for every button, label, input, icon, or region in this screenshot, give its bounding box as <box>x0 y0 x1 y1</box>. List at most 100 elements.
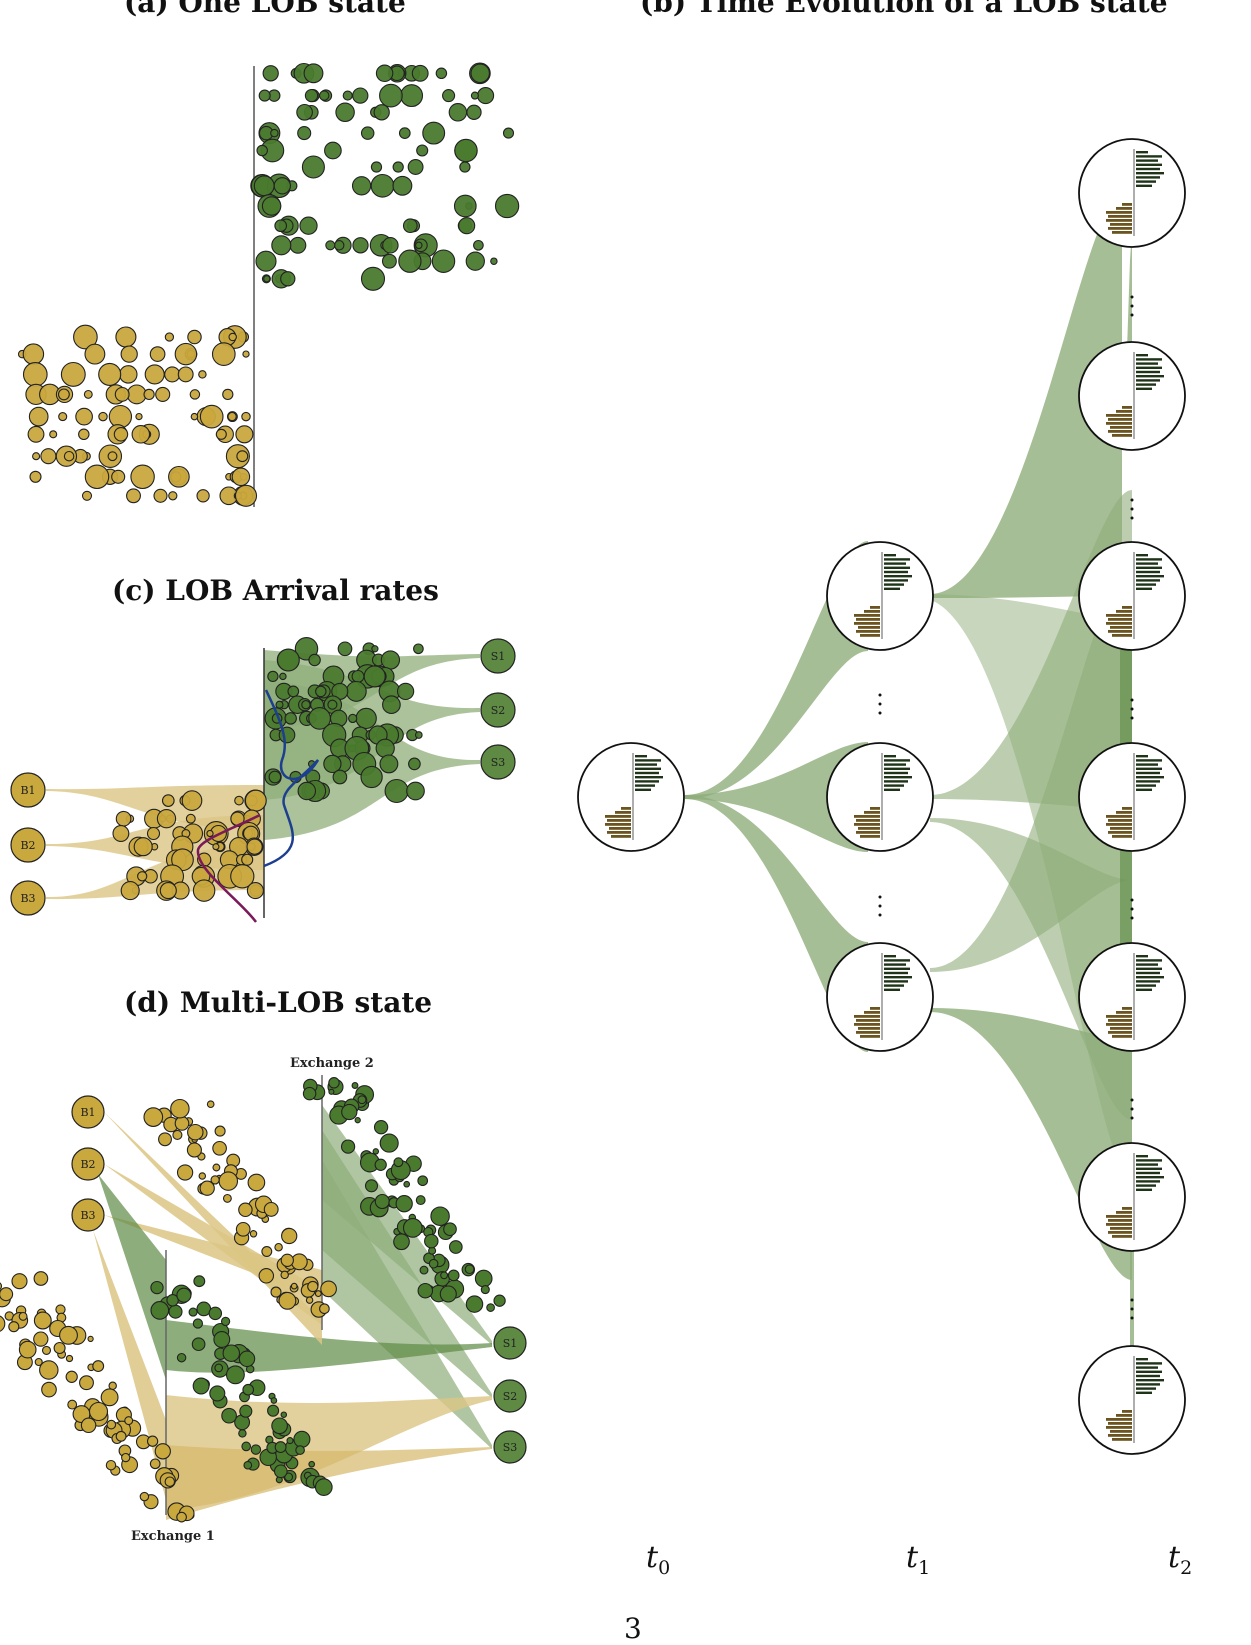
ask-order-bubble <box>328 1088 335 1095</box>
bid-order-bubble <box>120 881 140 901</box>
mini-ask-row <box>884 971 908 975</box>
ask-order-bubble <box>220 1316 231 1327</box>
buyer-node-b1-label: B1 <box>20 784 35 797</box>
ask-order-bubble <box>166 1294 179 1307</box>
mini-ask-row <box>884 980 908 983</box>
bid-order-bubble <box>79 1375 94 1391</box>
bid-order-bubble <box>55 1304 66 1315</box>
ask-order-bubble <box>473 239 484 251</box>
bid-order-bubble <box>73 324 98 350</box>
bid-order-bubble <box>247 1173 266 1192</box>
bid-order-bubble <box>81 490 93 501</box>
lob-node-border <box>1078 942 1186 1052</box>
bid-order-bubble <box>228 332 237 342</box>
seller-node-s2-circle <box>480 692 516 728</box>
mini-bid-row <box>1122 807 1132 810</box>
ask-order-bubble <box>351 176 372 196</box>
mini-bid-row <box>1122 606 1132 609</box>
bid-order-bubble <box>111 469 126 484</box>
mini-bid-row <box>1112 231 1132 234</box>
time-subscript: 0 <box>658 1557 671 1579</box>
panel-a-title: (a) One LOB state <box>124 0 406 19</box>
seller-node-s3-circle <box>493 1430 527 1464</box>
mini-ask-row <box>1136 1171 1160 1175</box>
mini-ask-row <box>884 558 910 561</box>
mini-bid-row <box>856 831 880 834</box>
ask-order-bubble <box>417 1175 429 1187</box>
ask-order-bubble <box>302 1086 317 1101</box>
bid-flow-band <box>93 1230 166 1500</box>
ask-order-bubble <box>193 1275 206 1288</box>
ask-order-bubble <box>470 63 490 84</box>
bid-order-bubble <box>80 1417 97 1434</box>
ellipsis-dot <box>878 711 882 715</box>
bid-order-bubble <box>218 1171 239 1191</box>
buyer-node-b3-label: B3 <box>20 892 35 905</box>
bid-order-bubble <box>41 1381 57 1398</box>
mini-ask-row <box>1136 759 1162 762</box>
ask-order-bubble <box>268 770 282 784</box>
bid-order-bubble <box>121 1452 131 1463</box>
mini-ask-row <box>884 955 896 958</box>
bid-order-bubble <box>28 406 49 427</box>
mini-ask-row <box>1136 370 1160 374</box>
ask-order-bubble <box>402 218 418 234</box>
seller-node-s1-label: S1 <box>491 650 506 663</box>
bid-order-bubble <box>143 388 155 401</box>
transition-flow <box>1127 230 1132 350</box>
mini-bid-row <box>611 835 631 838</box>
bid-order-bubble <box>230 864 255 889</box>
bid-order-bubble <box>198 1172 207 1180</box>
mini-bid-row <box>609 827 631 830</box>
bid-order-bubble <box>41 1345 52 1355</box>
ask-flow-band <box>98 1174 166 1380</box>
ask-order-bubble <box>280 1411 288 1418</box>
mini-ask-row <box>1136 151 1148 154</box>
mini-ask-row <box>1136 1167 1162 1170</box>
bid-order-bubble <box>22 362 48 387</box>
ask-order-bubble <box>238 1429 247 1438</box>
bid-order-bubble <box>235 1221 251 1237</box>
mini-bid-row <box>1108 1219 1132 1222</box>
mini-ask-row <box>884 767 910 770</box>
ask-order-bubble <box>275 700 284 709</box>
mini-ask-row <box>1136 575 1164 578</box>
ask-order-bubble <box>242 1383 255 1396</box>
mini-bid-row <box>864 1011 880 1014</box>
ellipsis-dot <box>1130 898 1134 902</box>
ask-order-bubble <box>400 84 424 108</box>
mini-bid-row <box>854 823 880 826</box>
lob-node-border <box>1078 138 1186 248</box>
bid-order-bubble <box>261 1246 273 1257</box>
ask-order-bubble <box>222 1344 241 1362</box>
bid-order-bubble <box>115 1430 127 1442</box>
mini-bid-row <box>1108 1434 1132 1437</box>
bid-order-bubble <box>87 1335 94 1343</box>
ask-order-bubble <box>486 1303 495 1312</box>
ellipsis-dot <box>1130 1316 1134 1320</box>
bid-order-bubble <box>133 837 153 857</box>
bid-order-bubble <box>124 1416 134 1426</box>
bid-order-bubble <box>270 1286 282 1298</box>
ask-order-bubble <box>308 1460 316 1468</box>
time-label-t0: t0 <box>646 1540 670 1579</box>
bid-order-bubble <box>231 467 251 487</box>
mini-ask-row <box>1136 755 1148 758</box>
ask-order-bubble <box>448 103 468 122</box>
bid-order-bubble <box>274 1242 283 1252</box>
ask-order-bubble <box>314 1478 333 1496</box>
ask-arrival-rate-curve <box>263 689 320 868</box>
ask-order-bubble <box>335 102 355 123</box>
ask-order-bubble <box>379 754 399 774</box>
ask-order-bubble <box>403 1180 411 1188</box>
ask-order-bubble <box>150 1301 170 1320</box>
mini-ask-row <box>884 554 896 557</box>
bid-order-bubble <box>241 853 254 866</box>
ask-flow-band <box>322 1130 492 1398</box>
mini-ask-row <box>884 988 900 991</box>
exchange-1-label: Exchange 1 <box>131 1529 215 1544</box>
ask-order-bubble <box>392 161 404 173</box>
mini-ask-row <box>1136 558 1162 561</box>
bid-order-bubble <box>0 1315 6 1332</box>
mini-bid-row <box>1106 1426 1132 1429</box>
